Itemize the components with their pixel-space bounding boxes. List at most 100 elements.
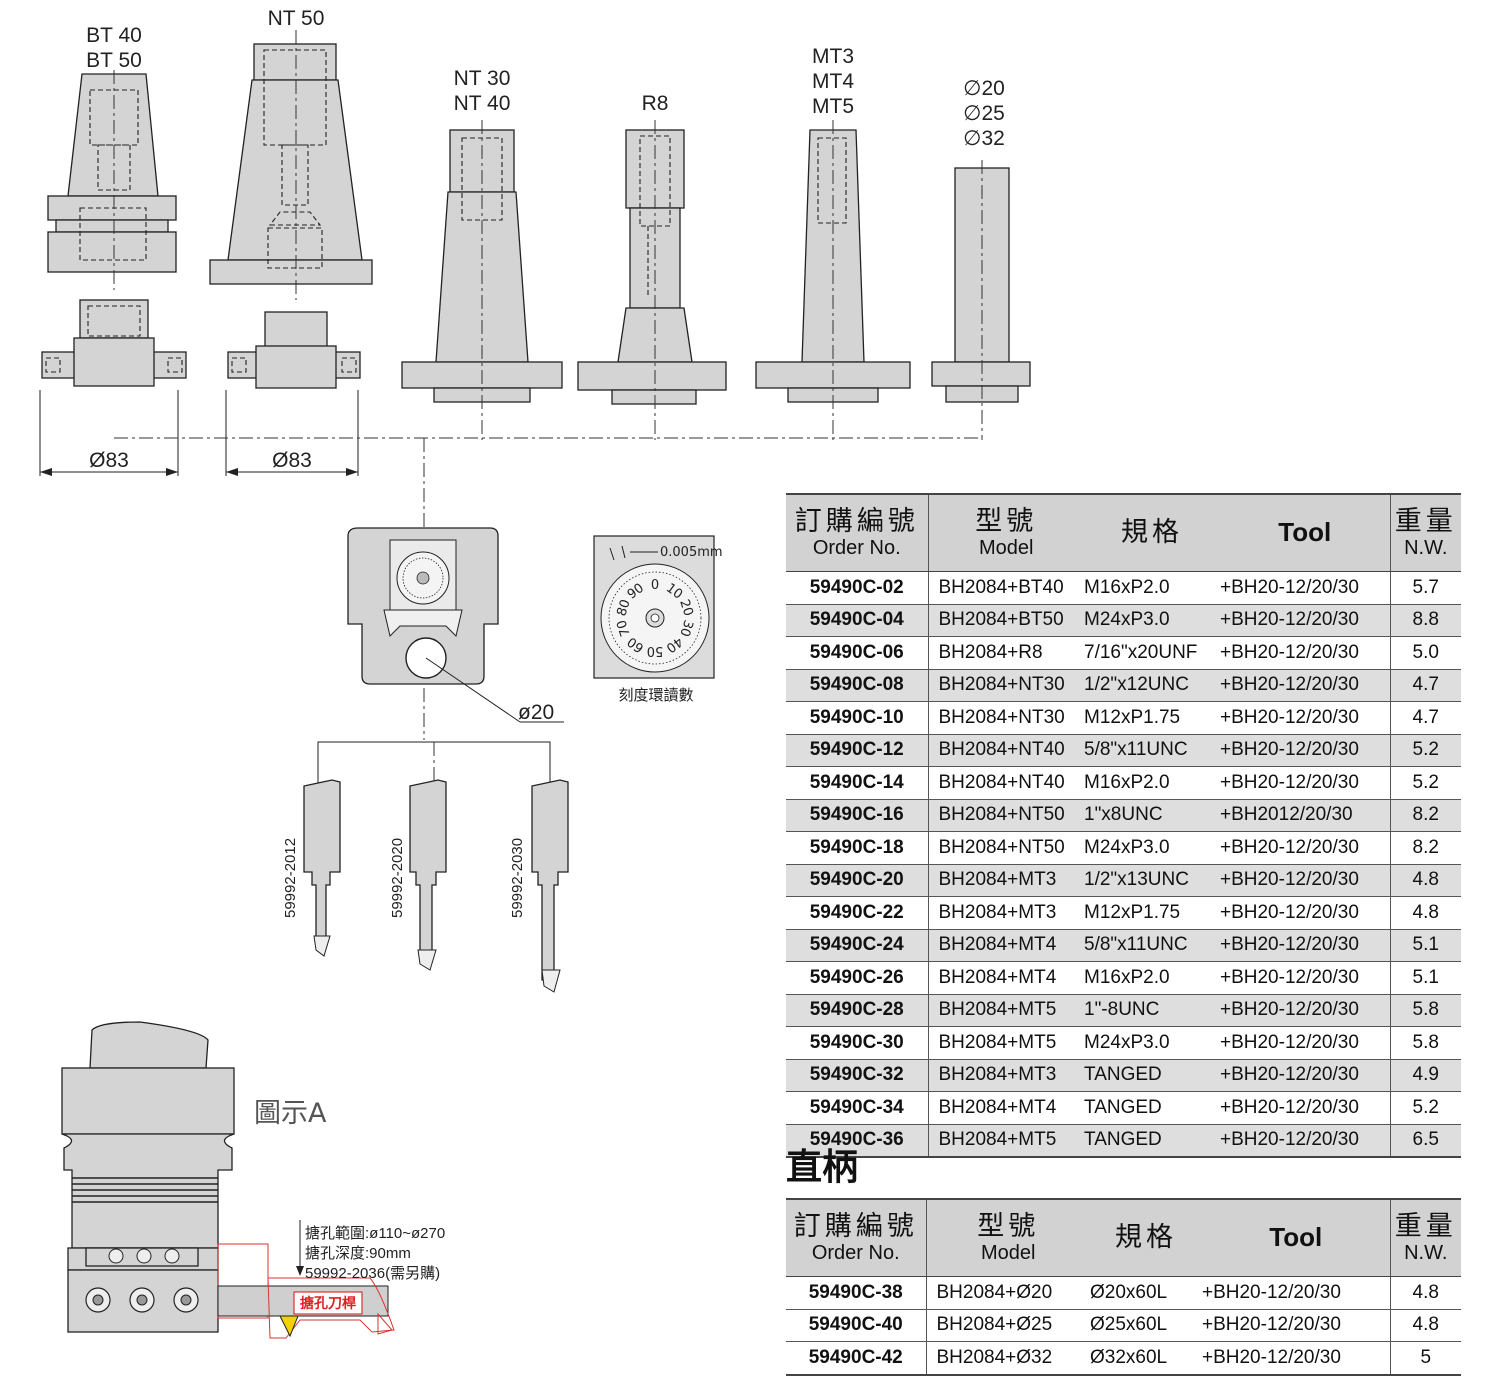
cell-spec: M24xP3.0 <box>1084 604 1220 637</box>
cell-weight: 5.7 <box>1389 571 1461 605</box>
cell-order-no: 59490C-40 <box>786 1309 927 1342</box>
cell-order-no: 59490C-02 <box>786 571 929 605</box>
cell-model: BH2084+NT50 <box>928 831 1084 865</box>
cell-order-no: 59490C-18 <box>786 831 929 865</box>
cell-tool: +BH20-12/20/30 <box>1220 669 1390 702</box>
header-weight: 重量 N.W. <box>1389 1198 1461 1277</box>
header-weight: 重量 N.W. <box>1389 493 1461 572</box>
holder-label-nt: NT 40 <box>454 92 511 115</box>
nt50-shank <box>209 30 373 389</box>
order-table-header: 訂購編號 Order No. 型號 Model 規格 Tool 重量 N.W. <box>786 493 1461 572</box>
flange-dimensions <box>39 390 359 476</box>
cell-weight: 8.2 <box>1389 799 1461 832</box>
cell-model: BH2084+R8 <box>928 636 1084 670</box>
cell-order-no: 59490C-32 <box>786 1059 929 1092</box>
cell-tool: +BH20-12/20/30 <box>1220 734 1390 767</box>
holder-label-mt: MT3 <box>812 45 854 68</box>
cell-order-no: 59490C-34 <box>786 1091 929 1125</box>
cell-model: BH2084+MT5 <box>928 1124 1084 1158</box>
holder-label-straight: ∅32 <box>963 127 1005 150</box>
mt-holder <box>755 120 911 440</box>
dial-number: 30 <box>676 618 695 638</box>
cell-order-no: 59490C-16 <box>786 799 929 832</box>
flange-diameter-label: Ø83 <box>89 449 129 472</box>
figure-a-tag: 搪孔刀桿 <box>300 1295 356 1312</box>
cell-model: BH2084+MT3 <box>928 1059 1084 1092</box>
cell-order-no: 59490C-10 <box>786 701 929 735</box>
cell-order-no: 59490C-38 <box>786 1276 927 1310</box>
cell-tool: +BH20-12/20/30 <box>1220 766 1390 800</box>
cell-tool: +BH2012/20/30 <box>1220 799 1390 832</box>
bar-label-2012: 59992-2012 <box>282 838 299 918</box>
cell-model: BH2084+MT3 <box>928 896 1084 930</box>
cell-model: BH2084+MT5 <box>928 994 1084 1027</box>
cell-weight: 5.2 <box>1389 1091 1461 1125</box>
order-table: 訂購編號 Order No. 型號 Model 規格 Tool 重量 N.W. … <box>786 493 1461 1158</box>
cell-spec: TANGED <box>1084 1124 1220 1158</box>
straight-shank-title: 直柄 <box>786 1147 859 1188</box>
cell-order-no: 59490C-04 <box>786 604 929 637</box>
cell-weight: 5.1 <box>1389 961 1461 995</box>
dial-number: 50 <box>647 643 664 658</box>
holder-label-straight: ∅20 <box>963 77 1005 100</box>
straight-shank <box>931 160 1031 440</box>
cell-weight: 4.7 <box>1389 669 1461 702</box>
cell-spec: Ø25x60L <box>1090 1309 1202 1342</box>
cell-order-no: 59490C-36 <box>786 1124 929 1158</box>
header-tool: Tool <box>1202 1198 1390 1277</box>
cell-model: BH2084+BT50 <box>928 604 1084 637</box>
cell-model: BH2084+MT4 <box>928 929 1084 962</box>
head-bore-label: ø20 <box>518 701 554 724</box>
cell-order-no: 59490C-24 <box>786 929 929 962</box>
dial-number: 20 <box>676 598 695 618</box>
cell-model: BH2084+MT4 <box>928 1091 1084 1125</box>
cell-order-no: 59490C-14 <box>786 766 929 800</box>
figure-a-note-part: 59992-2036(需另購) <box>305 1265 440 1282</box>
cell-spec: M16xP2.0 <box>1084 961 1220 995</box>
bar-label-2020: 59992-2020 <box>389 838 406 918</box>
straight-table-header: 訂購編號 Order No. 型號 Model 規格 Tool 重量 N.W. <box>786 1198 1461 1277</box>
cell-tool: +BH20-12/20/30 <box>1202 1276 1390 1310</box>
figure-a-note-depth: 搪孔深度:90mm <box>305 1245 411 1262</box>
boring-bars <box>303 741 569 993</box>
cell-tool: +BH20-12/20/30 <box>1220 701 1390 735</box>
cell-weight: 4.8 <box>1389 864 1461 897</box>
cell-model: BH2084+MT4 <box>928 961 1084 995</box>
cell-order-no: 59490C-28 <box>786 994 929 1027</box>
header-tool: Tool <box>1220 493 1390 572</box>
figure-a-label: 圖示A <box>254 1098 327 1129</box>
figure-a-assembly <box>61 1021 395 1339</box>
cell-spec: 1/2"x13UNC <box>1084 864 1220 897</box>
header-spec: 規格 <box>1090 1198 1202 1277</box>
dial-caption: 刻度環讀數 <box>618 687 693 704</box>
cell-order-no: 59490C-08 <box>786 669 929 702</box>
cell-spec: M12xP1.75 <box>1084 701 1220 735</box>
cell-weight: 8.8 <box>1389 604 1461 637</box>
cell-tool: +BH20-12/20/30 <box>1220 831 1390 865</box>
cell-model: BH2084+Ø20 <box>926 1276 1090 1310</box>
header-model: 型號 Model <box>926 1198 1090 1277</box>
cell-weight: 4.8 <box>1389 1276 1461 1310</box>
cell-weight: 4.9 <box>1389 1059 1461 1092</box>
holder-label-r8: R8 <box>642 92 669 115</box>
cell-weight: 5 <box>1389 1341 1461 1376</box>
header-order-no: 訂購編號 Order No. <box>786 1198 927 1277</box>
cell-weight: 5.1 <box>1389 929 1461 962</box>
bt-shank <box>41 70 187 387</box>
cell-tool: +BH20-12/20/30 <box>1220 1091 1390 1125</box>
cell-spec: 5/8"x11UNC <box>1084 929 1220 962</box>
cell-weight: 4.8 <box>1389 1309 1461 1342</box>
